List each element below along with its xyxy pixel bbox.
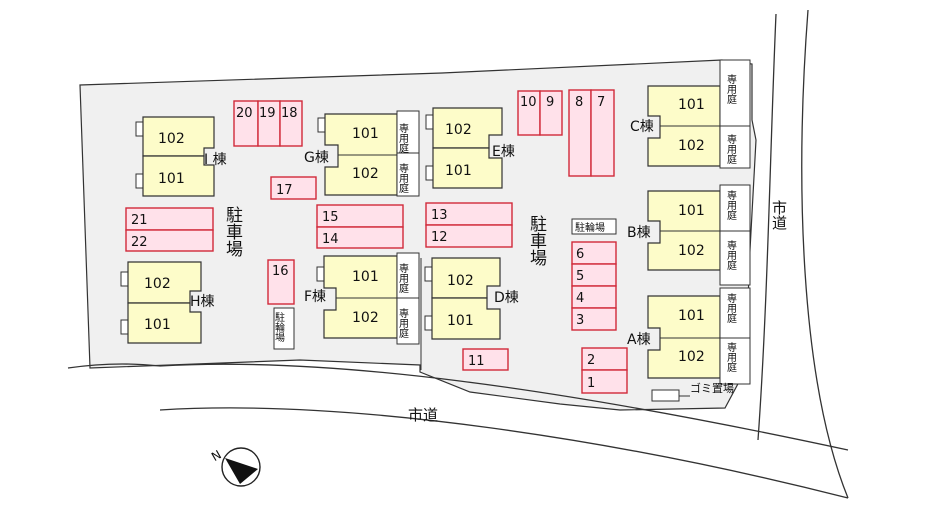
compass: N	[209, 447, 261, 487]
parking-lot-22	[125, 229, 214, 252]
building-e: 102 101 E棟	[425, 107, 515, 189]
building-h: 102 101 H棟	[120, 261, 215, 344]
unit-label: 102	[158, 131, 185, 147]
lot-label-16: 16	[272, 264, 289, 279]
lot-label-8: 8	[575, 95, 583, 110]
building-a: 101 102 A棟 専用庭 専用庭	[627, 287, 751, 385]
parking-lot-2-1: 2 1	[581, 347, 628, 394]
lot-label-9: 9	[546, 95, 554, 110]
road-line-bottom-top	[159, 363, 849, 451]
unit-label: 101	[447, 313, 474, 329]
lot-label-12: 12	[431, 230, 448, 245]
parking-lot-14	[316, 226, 404, 249]
building-label-g: G棟	[304, 150, 329, 166]
building-i: 102 101 I 棟	[135, 116, 227, 197]
lot-label-11: 11	[468, 354, 485, 369]
lot-label-17: 17	[276, 183, 293, 198]
building-b: 101 102 B棟 専用庭 専用庭	[627, 184, 751, 286]
lot-label-19: 19	[259, 106, 276, 121]
unit-label: 101	[678, 308, 705, 324]
unit-label: 101	[445, 163, 472, 179]
unit-label: 102	[352, 310, 379, 326]
parking-lot-6-3: 6 5 4 3	[571, 241, 617, 331]
lot-label-1: 1	[587, 376, 595, 391]
lot-label-2: 2	[587, 353, 595, 368]
lot-label-4: 4	[576, 291, 584, 306]
bike-parking-label-west: 駐輪場	[273, 311, 285, 343]
unit-label: 102	[144, 276, 171, 292]
lot-label-10: 10	[520, 95, 537, 110]
unit-label: 102	[678, 243, 705, 259]
lot-label-14: 14	[322, 232, 339, 247]
lot-label-15: 15	[322, 210, 339, 225]
lot-label-5: 5	[576, 269, 584, 284]
building-label-a: A棟	[627, 332, 651, 348]
unit-label: 101	[352, 126, 379, 142]
garden-label: 専用庭	[397, 308, 409, 339]
parking-label-east: 駐車場	[526, 215, 547, 267]
garden-label: 専用庭	[397, 163, 409, 194]
building-label-i: I 棟	[204, 152, 227, 168]
garbage-area	[651, 389, 680, 402]
unit-label: 102	[678, 138, 705, 154]
unit-label: 101	[678, 203, 705, 219]
unit-label: 102	[352, 166, 379, 182]
road-label-right: 市道	[770, 200, 788, 230]
parking-label-west: 駐車場	[222, 206, 243, 258]
bike-parking-label-east: 駐輪場	[575, 221, 605, 234]
building-g: 101 102 G棟 専用庭 専用庭	[304, 110, 420, 197]
garden-label: 専用庭	[725, 134, 737, 165]
building-c: 101 102 C棟 専用庭 専用庭	[630, 59, 751, 169]
unit-label: 102	[445, 122, 472, 138]
lot-label-18: 18	[281, 106, 298, 121]
lot-label-22: 22	[131, 235, 148, 250]
bike-parking-east	[571, 218, 617, 235]
garden-label: 専用庭	[725, 240, 737, 271]
garden-label: 専用庭	[725, 293, 737, 324]
road-label-bottom: 市道	[408, 406, 438, 424]
garden-label: 専用庭	[397, 263, 409, 294]
road-line-right-outer	[757, 13, 777, 441]
parking-lot-12	[425, 224, 513, 248]
unit-label: 101	[158, 171, 185, 187]
building-f: 101 102 F棟 専用庭 専用庭	[304, 252, 420, 345]
building-label-h: H棟	[190, 294, 215, 310]
parking-lot-17	[270, 176, 317, 200]
parking-lot-10-9: 10 9	[517, 90, 563, 136]
parking-lot-8-7: 8 7	[568, 89, 615, 177]
lot-label-21: 21	[131, 213, 148, 228]
bike-parking-west	[273, 307, 295, 350]
lot-label-7: 7	[597, 95, 605, 110]
garden-label: 専用庭	[397, 123, 409, 154]
compass-arrow-icon	[225, 458, 258, 484]
parking-lot-16	[267, 259, 295, 305]
unit-label: 101	[678, 97, 705, 113]
unit-label: 101	[144, 317, 171, 333]
parking-lot-20-18: 20 19 18	[233, 100, 303, 147]
building-label-d: D棟	[494, 290, 519, 306]
lot-label-13: 13	[431, 208, 448, 223]
building-label-f: F棟	[304, 289, 326, 305]
garbage-label: ゴミ置場	[690, 381, 734, 395]
building-label-b: B棟	[627, 225, 651, 241]
unit-label: 102	[447, 273, 474, 289]
garden-label: 専用庭	[725, 190, 737, 221]
garden-label: 専用庭	[725, 74, 737, 105]
unit-label: 101	[352, 269, 379, 285]
compass-north-label: N	[209, 447, 224, 464]
unit-label: 102	[678, 349, 705, 365]
parking-lot-11	[462, 348, 509, 371]
road-line-left	[67, 363, 161, 369]
road-line-right-inner	[801, 9, 849, 499]
building-d: 102 101 D棟	[424, 257, 519, 340]
lot-label-3: 3	[576, 313, 584, 328]
lot-label-20: 20	[236, 106, 253, 121]
lot-label-6: 6	[576, 247, 584, 262]
building-label-e: E棟	[492, 144, 515, 160]
garden-label: 専用庭	[725, 342, 737, 373]
road-line-bottom-bottom	[159, 407, 849, 499]
building-label-c: C棟	[630, 119, 654, 135]
